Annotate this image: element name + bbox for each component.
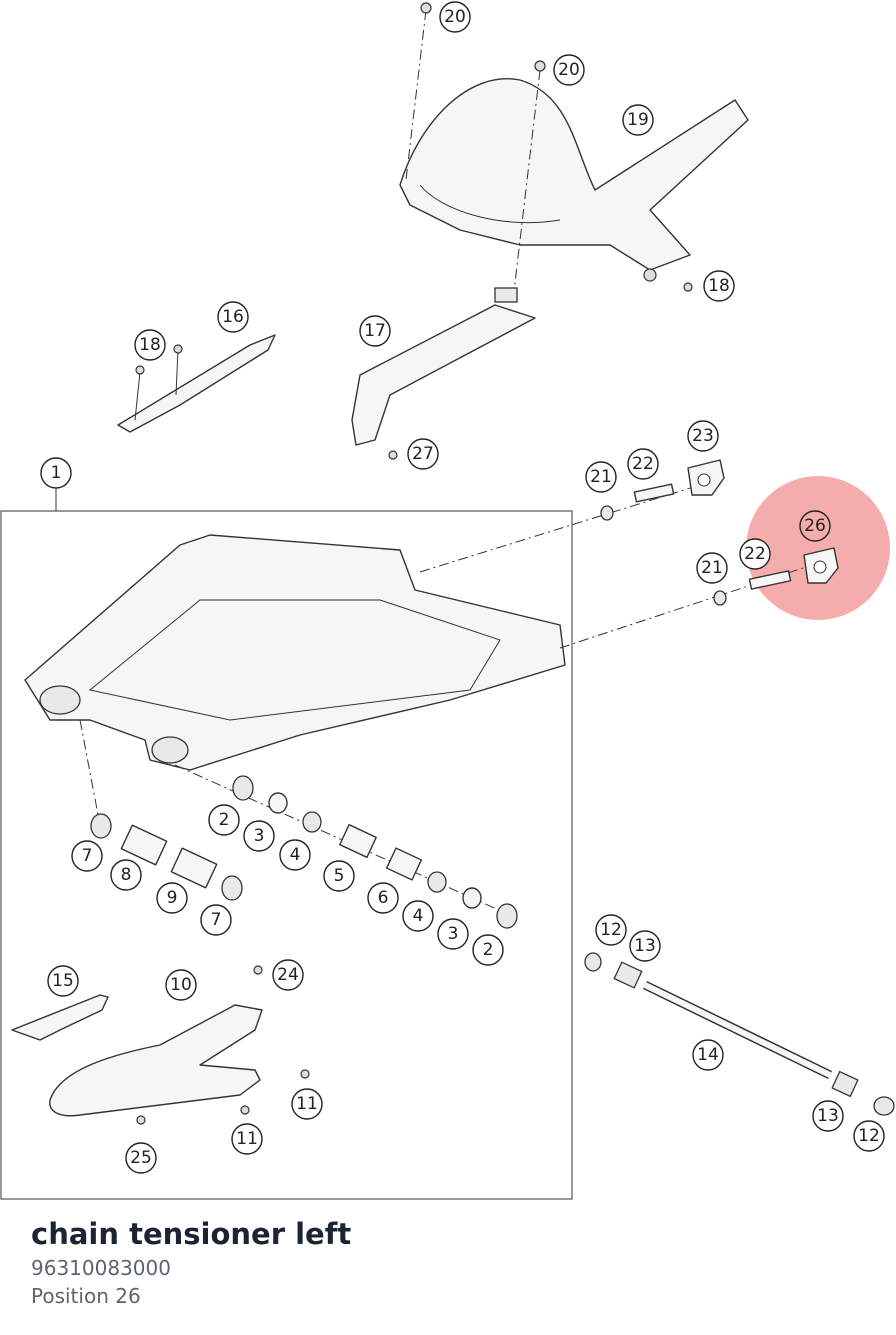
callout-4b: 4	[402, 900, 434, 932]
svg-text:10: 10	[170, 975, 192, 995]
selected-position-highlight	[746, 476, 890, 620]
svg-text:22: 22	[744, 544, 766, 564]
callout-15: 15	[47, 965, 79, 997]
svg-text:6: 6	[378, 888, 389, 908]
callout-20a: 20	[439, 1, 471, 33]
chain-guard-part	[399, 78, 749, 271]
svg-text:1: 1	[51, 463, 62, 483]
svg-text:21: 21	[590, 467, 612, 487]
svg-text:8: 8	[121, 865, 132, 885]
svg-text:4: 4	[290, 845, 301, 865]
callout-13b: 13	[812, 1100, 844, 1132]
svg-text:13: 13	[634, 936, 656, 956]
tensioner-left-parts	[713, 547, 839, 606]
svg-text:12: 12	[600, 920, 622, 940]
svg-text:27: 27	[412, 444, 434, 464]
callout-22a: 22	[627, 448, 659, 480]
svg-text:3: 3	[254, 826, 265, 846]
svg-text:23: 23	[692, 426, 714, 446]
part-position: Position 26	[31, 1284, 141, 1308]
svg-text:11: 11	[236, 1129, 258, 1149]
callout-22b: 22	[739, 538, 771, 570]
callout-19: 19	[622, 104, 654, 136]
svg-text:2: 2	[483, 940, 494, 960]
chain-slider-part	[49, 1004, 263, 1117]
callout-27: 27	[407, 438, 439, 470]
svg-text:16: 16	[222, 307, 244, 327]
callout-20b: 20	[553, 54, 585, 86]
callout-11a: 11	[291, 1088, 323, 1120]
callout-labels: 1 2 2 3 3 4 4 5 6 7 7 8 9 10 11 11 12 12…	[40, 1, 885, 1174]
swingarm-part	[24, 534, 566, 771]
svg-text:2: 2	[219, 810, 230, 830]
svg-text:14: 14	[697, 1045, 719, 1065]
callout-21b: 21	[696, 552, 728, 584]
chain-guard-small-part	[11, 994, 109, 1041]
callout-21a: 21	[585, 461, 617, 493]
callout-12a: 12	[595, 914, 627, 946]
callout-18b: 18	[703, 270, 735, 302]
callout-16: 16	[217, 301, 249, 333]
svg-text:20: 20	[444, 7, 466, 27]
svg-text:18: 18	[708, 276, 730, 296]
part-name: chain tensioner left	[31, 1217, 352, 1251]
svg-text:22: 22	[632, 454, 654, 474]
svg-text:11: 11	[296, 1094, 318, 1114]
callout-14: 14	[692, 1039, 724, 1071]
callout-2b: 2	[472, 934, 504, 966]
callout-13a: 13	[629, 930, 661, 962]
callout-2a: 2	[208, 804, 240, 836]
axle-parts	[584, 952, 895, 1116]
bearing-stack	[90, 775, 518, 929]
svg-text:7: 7	[82, 846, 93, 866]
callout-10: 10	[165, 969, 197, 1001]
callout-18a: 18	[134, 329, 166, 361]
chain-guide-part	[351, 304, 536, 446]
callout-7b: 7	[200, 904, 232, 936]
callout-23: 23	[687, 420, 719, 452]
callout-26: 26	[799, 510, 831, 542]
svg-text:25: 25	[130, 1148, 152, 1168]
svg-text:15: 15	[52, 971, 74, 991]
svg-text:18: 18	[139, 335, 161, 355]
callout-3b: 3	[437, 918, 469, 950]
svg-text:7: 7	[211, 910, 222, 930]
selected-part-info: chain tensioner left 96310083000 Positio…	[31, 1214, 351, 1310]
callout-8: 8	[110, 859, 142, 891]
callout-3a: 3	[243, 820, 275, 852]
callout-12b: 12	[853, 1120, 885, 1152]
part-number: 96310083000	[31, 1256, 171, 1280]
svg-text:4: 4	[413, 906, 424, 926]
callout-25: 25	[125, 1142, 157, 1174]
callout-9: 9	[156, 882, 188, 914]
swingarm-group-frame	[0, 510, 573, 1200]
svg-text:19: 19	[627, 110, 649, 130]
callout-24: 24	[272, 959, 304, 991]
svg-text:26: 26	[804, 516, 826, 536]
callout-7a: 7	[71, 840, 103, 872]
svg-text:24: 24	[277, 965, 299, 985]
callout-4a: 4	[279, 839, 311, 871]
svg-text:21: 21	[701, 558, 723, 578]
svg-text:20: 20	[558, 60, 580, 80]
callout-17: 17	[359, 315, 391, 347]
exploded-parts-diagram: 1 2 2 3 3 4 4 5 6 7 7 8 9 10 11 11 12 12…	[0, 1, 895, 1200]
svg-text:12: 12	[858, 1126, 880, 1146]
tensioner-right-parts	[600, 459, 725, 521]
svg-text:3: 3	[448, 924, 459, 944]
callout-1: 1	[40, 457, 72, 489]
bracket-part	[117, 334, 276, 433]
svg-text:5: 5	[334, 866, 345, 886]
screws	[135, 2, 693, 1125]
svg-text:17: 17	[364, 321, 386, 341]
svg-text:13: 13	[817, 1106, 839, 1126]
svg-text:9: 9	[167, 888, 178, 908]
callout-6: 6	[367, 882, 399, 914]
callout-11b: 11	[231, 1123, 263, 1155]
callout-5: 5	[323, 860, 355, 892]
